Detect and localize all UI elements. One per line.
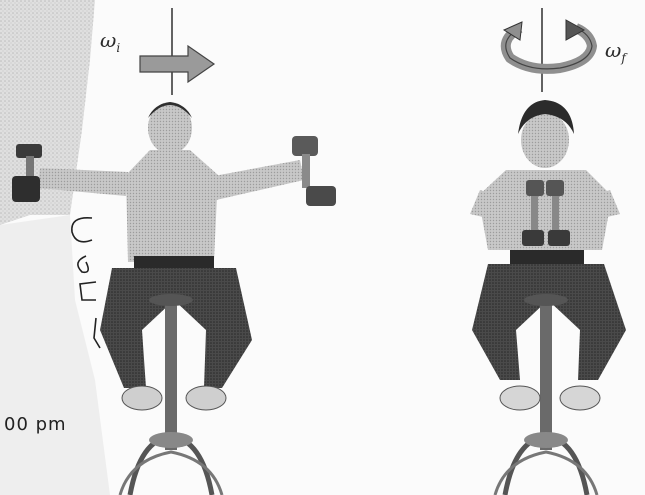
handwritten-margin-note: 00 pm	[4, 414, 67, 435]
right-figure	[470, 8, 626, 495]
circular-rotation-arrow-icon	[504, 20, 592, 69]
omega-initial-label: ωi	[100, 28, 120, 55]
left-foot-r	[186, 386, 226, 410]
omega-final-label: ωf	[605, 38, 626, 65]
omega-initial-symbol: ω	[100, 28, 116, 52]
left-torso	[126, 150, 218, 262]
left-foot-l	[122, 386, 162, 410]
omega-final-subscript: f	[621, 51, 625, 65]
right-foot-l	[500, 386, 540, 410]
left-wall-lower	[0, 215, 110, 495]
straight-right-arrow-icon	[140, 46, 214, 82]
left-arm-out-right	[214, 160, 304, 200]
omega-final-symbol: ω	[605, 38, 621, 62]
right-foot-r	[560, 386, 600, 410]
omega-initial-subscript: i	[116, 41, 120, 55]
